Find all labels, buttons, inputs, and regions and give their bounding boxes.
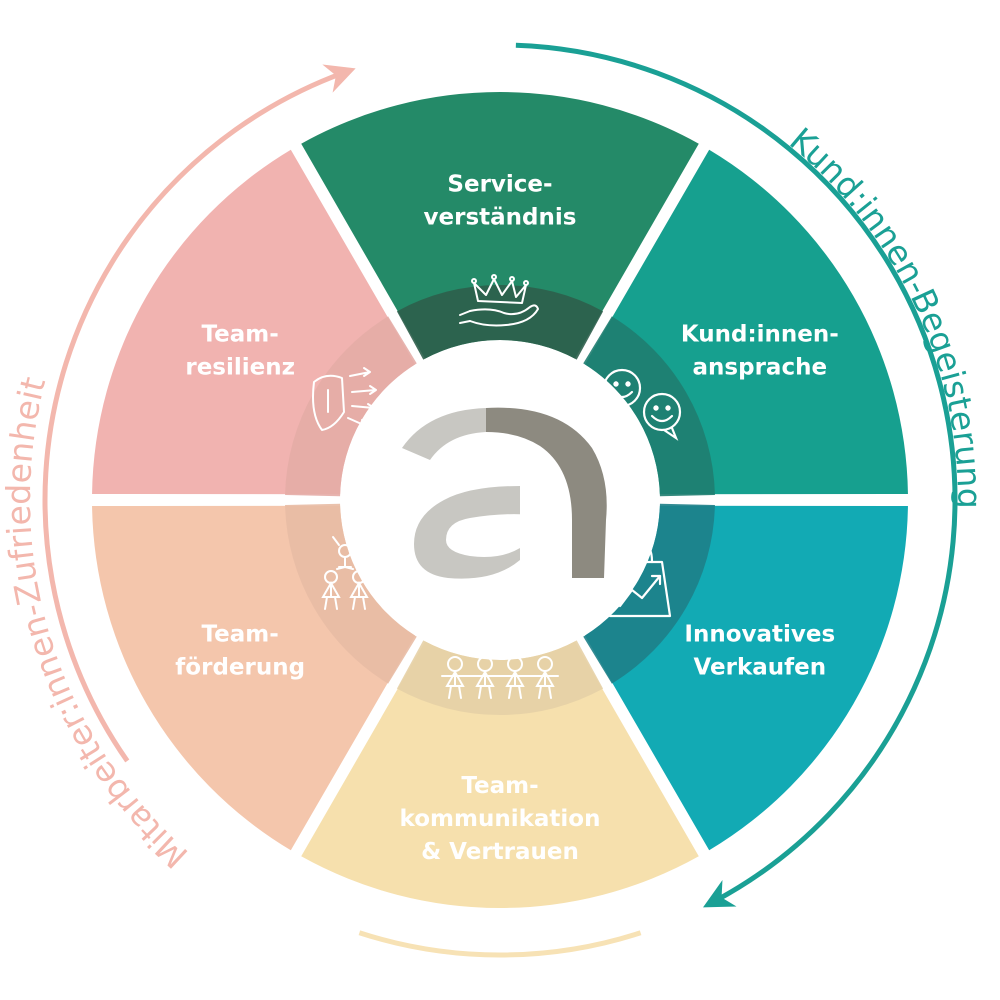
segment-label-line: verständnis bbox=[424, 205, 577, 231]
segment-label-line: Innovatives bbox=[684, 622, 835, 648]
crown-in-hand-icon bbox=[459, 274, 539, 327]
segment-label-line: Verkaufen bbox=[693, 655, 826, 681]
segment-inner-verkaufen bbox=[583, 503, 715, 684]
segment-label-line: Team- bbox=[202, 622, 279, 648]
segment-label-foerderung: Team-förderung bbox=[175, 622, 305, 681]
holding-hands-group-icon bbox=[441, 656, 559, 699]
left-arc-line bbox=[42, 64, 356, 763]
segment-label-kommunikation: Team-kommunikation & Vertrauen bbox=[400, 773, 601, 865]
segment-inner-foerderung bbox=[285, 503, 417, 684]
segment-inner-resilienz bbox=[285, 316, 417, 497]
segment-icons bbox=[312, 274, 682, 699]
cheer-pyramid-icon bbox=[321, 536, 369, 610]
right-arc-line bbox=[515, 42, 958, 908]
segment-label-line: Service- bbox=[447, 172, 552, 198]
segment-label-resilienz: Team-resilienz bbox=[185, 322, 295, 381]
segment-label-service: Service-verständnis bbox=[424, 172, 577, 231]
shopping-bag-growth-icon bbox=[608, 542, 672, 618]
segment-inner-ansprache bbox=[583, 316, 715, 497]
segment-service bbox=[301, 92, 699, 359]
letter-a-logo-icon bbox=[402, 407, 607, 579]
bottom-arc-line bbox=[358, 930, 642, 958]
shield-deflecting-arrows-icon bbox=[312, 367, 377, 431]
segment-labels: Service-verständnisKund:innen-anspracheI… bbox=[175, 172, 838, 866]
smiling-speech-bubbles-icon bbox=[602, 368, 682, 441]
segment-label-line: kommunikation bbox=[400, 806, 601, 832]
segment-label-line: Team- bbox=[461, 773, 538, 799]
segment-kommunikation bbox=[301, 641, 699, 908]
segment-label-line: resilienz bbox=[185, 355, 295, 381]
segment-inner-service bbox=[396, 285, 604, 360]
segment-label-line: ansprache bbox=[693, 355, 828, 381]
segment-label-line: & Vertrauen bbox=[421, 839, 579, 865]
segment-label-line: förderung bbox=[175, 655, 305, 681]
segment-label-line: Team- bbox=[202, 322, 279, 348]
segment-label-ansprache: Kund:innen-ansprache bbox=[681, 322, 839, 381]
segment-label-line: Kund:innen- bbox=[681, 322, 839, 348]
